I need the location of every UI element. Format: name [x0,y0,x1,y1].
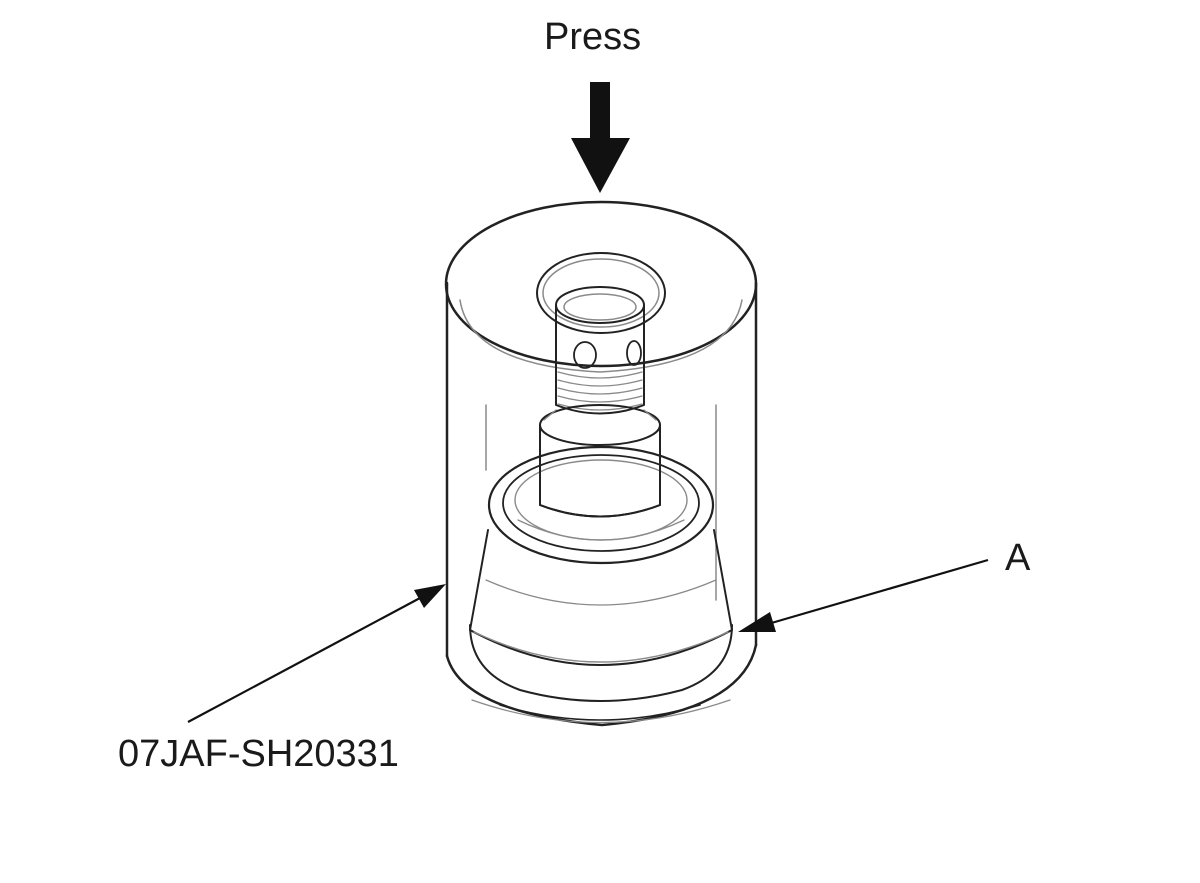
press-label: Press [544,16,642,58]
bearing-part-a [469,445,733,724]
press-arrow [571,82,630,193]
threaded-shaft [555,286,645,415]
tool-number-label: 07JAF-SH20331 [118,733,399,775]
bore-opening [536,252,666,334]
leader-line-tool [187,584,446,723]
leader-line-a [738,558,989,632]
tool-cylinder [444,200,758,727]
part-a-label: A [1005,537,1031,579]
